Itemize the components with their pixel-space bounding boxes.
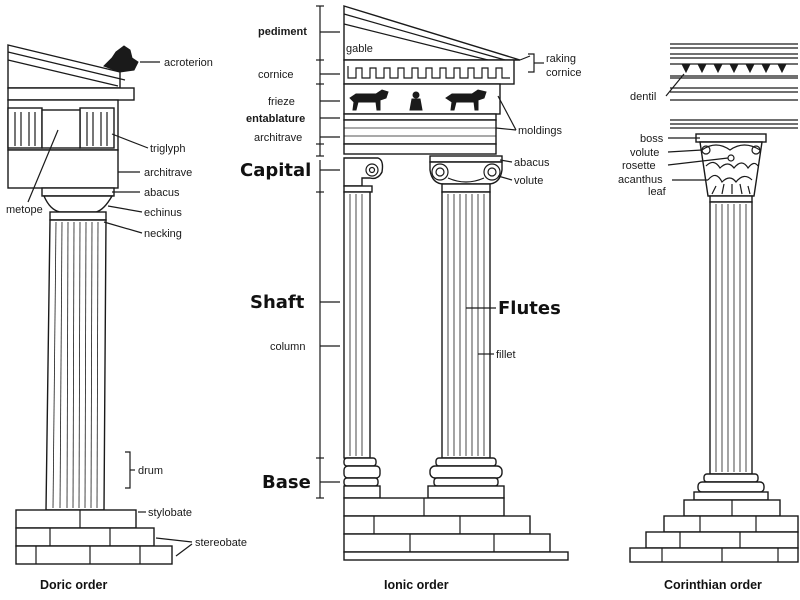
- label-capital: Capital: [240, 160, 311, 181]
- frieze-horse-left: [349, 89, 389, 111]
- label-doric-architrave: architrave: [144, 167, 192, 179]
- title-ionic-order: Ionic order: [384, 578, 449, 592]
- label-shaft: Shaft: [250, 292, 305, 313]
- label-rosette: rosette: [622, 160, 656, 172]
- triglyph-right: [79, 107, 115, 149]
- label-doric-abacus: abacus: [144, 187, 180, 199]
- label-pediment: pediment: [258, 26, 307, 38]
- label-stylobate: stylobate: [148, 507, 192, 519]
- corinthian-capital: [699, 141, 763, 197]
- title-doric-order: Doric order: [40, 578, 108, 592]
- label-fillet: fillet: [496, 349, 516, 361]
- label-ionic-volute: volute: [514, 175, 543, 187]
- label-metope: metope: [6, 204, 43, 216]
- label-ionic-architrave: architrave: [254, 132, 302, 144]
- label-corinthian-volute: volute: [630, 147, 659, 159]
- ionic-dentils: [347, 66, 510, 79]
- metope-panel: [41, 109, 81, 149]
- corinthian-shaft: [709, 201, 753, 475]
- ionic-column-left: [343, 157, 384, 499]
- label-drum: drum: [138, 465, 163, 477]
- label-raking: raking: [546, 53, 576, 65]
- label-ionic-abacus: abacus: [514, 157, 550, 169]
- frieze-figure: [409, 91, 423, 111]
- label-boss: boss: [640, 133, 664, 145]
- label-column: column: [270, 341, 305, 353]
- label-triglyph: triglyph: [150, 143, 185, 155]
- label-acanthus-leaf: leaf: [648, 186, 667, 198]
- label-base: Base: [262, 472, 311, 493]
- doric-shaft: [45, 219, 107, 511]
- triglyph-left: [7, 107, 43, 149]
- label-acroterion: acroterion: [164, 57, 213, 69]
- ionic-order: pediment gable raking cornice cornice fr…: [240, 5, 581, 592]
- label-gable: gable: [346, 43, 373, 55]
- label-echinus: echinus: [144, 207, 182, 219]
- label-entablature: entablature: [246, 113, 305, 125]
- acroterion-ornament: [103, 45, 139, 73]
- label-ionic-cornice: cornice: [258, 69, 293, 81]
- label-dentil: dentil: [630, 91, 656, 103]
- corinthian-dentils: [681, 63, 787, 74]
- frieze-horse-right: [445, 89, 487, 111]
- title-corinthian-order: Corinthian order: [664, 578, 762, 592]
- ionic-column-main: [427, 155, 505, 499]
- label-flutes: Flutes: [498, 298, 561, 319]
- label-necking: necking: [144, 228, 182, 240]
- corinthian-order: dentil boss volute rosette acanthus leaf…: [618, 43, 799, 592]
- doric-order: acroterion triglyph architrave abacus ec…: [6, 44, 247, 592]
- label-frieze: frieze: [268, 96, 295, 108]
- label-stereobate: stereobate: [195, 537, 247, 549]
- label-moldings: moldings: [518, 125, 563, 137]
- label-acanthus: acanthus: [618, 174, 663, 186]
- label-raking-cornice: cornice: [546, 67, 581, 79]
